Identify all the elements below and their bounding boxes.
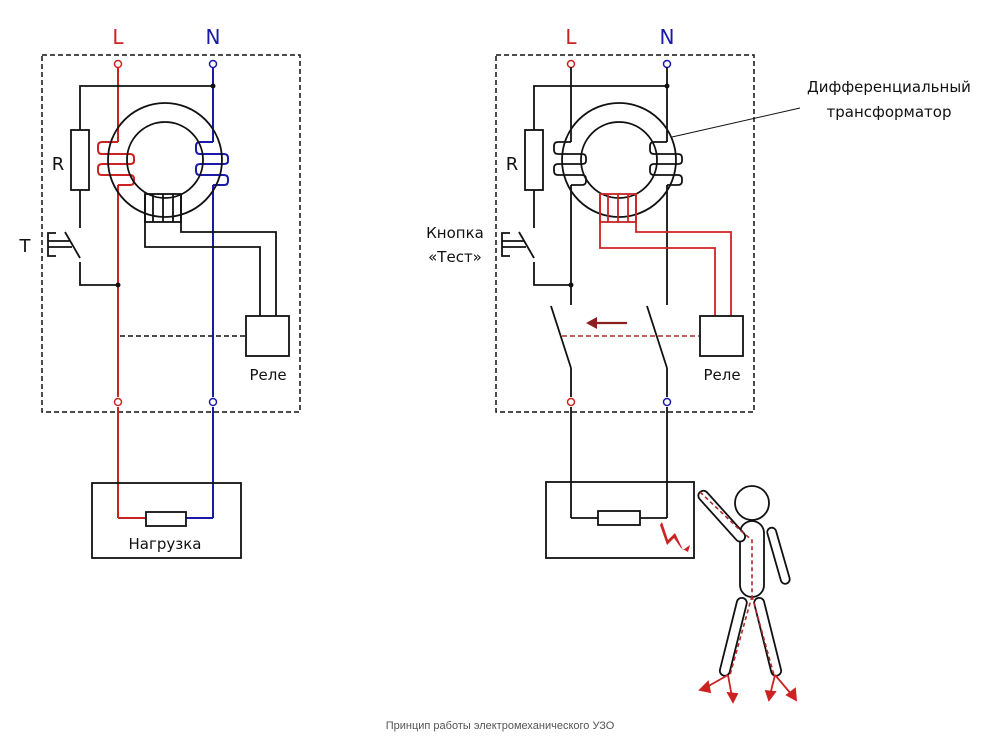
left-secondary-winding — [144, 193, 277, 316]
person-leg-right — [753, 596, 783, 677]
right-resistor-label: R — [506, 154, 519, 175]
right-diagram: L N — [426, 25, 971, 704]
transformer-label-line2: трансформатор — [827, 103, 952, 121]
left-load-label: Нагрузка — [129, 535, 202, 553]
right-load-resistor — [597, 510, 641, 526]
ground-current-arrows — [698, 674, 798, 704]
left-neutral-terminal-top — [208, 59, 218, 69]
person-head — [734, 485, 770, 521]
left-test-circuit — [47, 85, 213, 286]
transformer-leader-line — [671, 107, 801, 138]
right-neutral-wire — [640, 67, 683, 519]
person-arm-down — [766, 526, 791, 585]
left-test-button-label: T — [19, 236, 32, 257]
test-button-label-line2: «Тест» — [428, 248, 482, 266]
right-neutral-terminal-top — [662, 59, 672, 69]
transformer-label-line1: Дифференциальный — [807, 78, 971, 96]
left-resistor-label: R — [52, 154, 65, 175]
person-figure — [697, 485, 791, 677]
left-junction-phase — [115, 282, 121, 288]
right-device-enclosure — [495, 54, 755, 413]
right-relay-label: Реле — [703, 366, 740, 384]
right-junction-neutral — [664, 83, 670, 89]
right-differential-transformer — [561, 102, 677, 218]
left-diagram: L N — [19, 25, 301, 559]
right-phase-terminal-bottom — [566, 397, 576, 407]
fault-current-path — [699, 491, 775, 676]
right-relay — [699, 315, 744, 357]
left-differential-transformer — [107, 102, 223, 218]
trip-direction-arrow — [586, 317, 627, 329]
test-button-label-line1: Кнопка — [426, 224, 484, 242]
right-phase-label: L — [565, 25, 577, 49]
left-neutral-label: N — [206, 25, 221, 49]
right-neutral-terminal-bottom — [662, 397, 672, 407]
right-secondary-winding — [599, 193, 732, 316]
left-phase-label: L — [112, 25, 124, 49]
left-relay-label: Реле — [249, 366, 286, 384]
left-junction-neutral — [210, 83, 216, 89]
right-neutral-label: N — [660, 25, 675, 49]
left-phase-wire — [97, 67, 146, 519]
left-phase-terminal-bottom — [113, 397, 123, 407]
person-leg-left — [718, 596, 748, 677]
left-load-box — [91, 482, 242, 559]
left-resistor — [70, 129, 90, 191]
fault-spark-icon — [660, 522, 690, 552]
right-junction-phase — [568, 282, 574, 288]
left-phase-terminal-top — [113, 59, 123, 69]
left-device-enclosure — [41, 54, 301, 413]
right-load-box — [545, 481, 695, 559]
figure-caption: Принцип работы электромеханического УЗО — [386, 720, 615, 732]
left-load-resistor — [145, 511, 187, 527]
right-resistor — [524, 129, 544, 191]
right-phase-terminal-top — [566, 59, 576, 69]
left-neutral-terminal-bottom — [208, 397, 218, 407]
left-relay — [245, 315, 290, 357]
right-test-circuit — [501, 85, 667, 286]
